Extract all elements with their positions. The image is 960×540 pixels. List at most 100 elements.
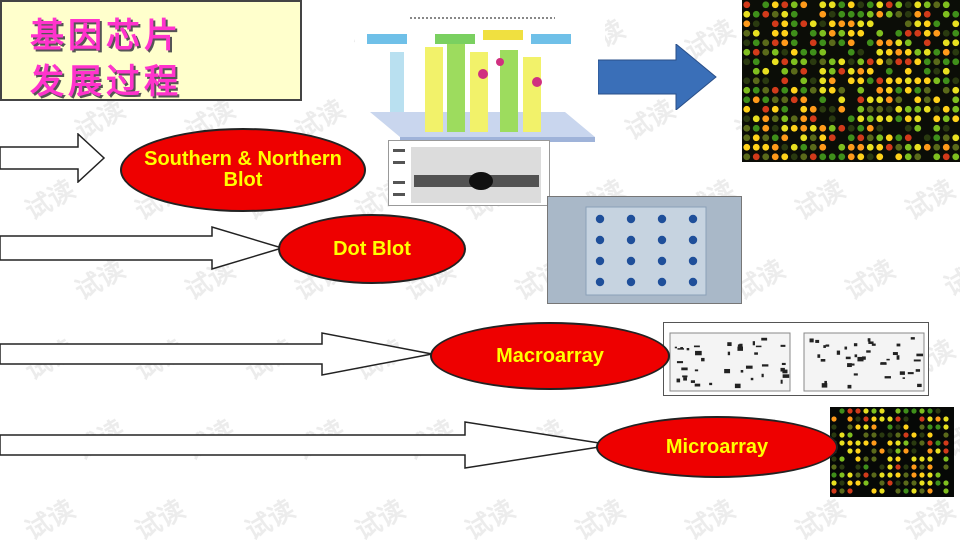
array-spot — [781, 124, 789, 132]
title-box: 基因芯片 发展过程 — [0, 0, 302, 102]
array-spot — [911, 464, 917, 470]
dot-blot-spot — [688, 235, 698, 245]
array-spot — [903, 408, 909, 414]
array-spot — [923, 29, 931, 37]
array-spot — [871, 408, 877, 414]
array-spot — [927, 432, 933, 438]
title-line-2: 发展过程 — [30, 62, 182, 102]
array-spot — [819, 67, 827, 75]
array-spot — [752, 10, 760, 18]
array-spot — [790, 153, 798, 161]
macroarray-spot — [781, 362, 786, 366]
array-spot — [942, 77, 950, 85]
array-spot — [863, 456, 869, 462]
array-spot — [828, 105, 836, 113]
macroarray-spot — [824, 380, 827, 385]
array-spot — [790, 20, 798, 28]
array-spot — [952, 86, 960, 94]
array-spot — [743, 10, 751, 18]
array-spot — [933, 48, 941, 56]
array-spot — [838, 86, 846, 94]
array-spot — [871, 440, 877, 446]
array-spot — [762, 86, 770, 94]
array-spot — [942, 153, 950, 161]
array-spot — [847, 58, 855, 66]
array-spot — [919, 416, 925, 422]
array-spot — [771, 1, 779, 9]
array-spot — [885, 58, 893, 66]
macroarray-spot — [825, 344, 830, 347]
array-spot — [819, 134, 827, 142]
macroarray-spot — [737, 346, 744, 351]
array-spot — [943, 488, 949, 494]
macroarray-spot — [680, 347, 684, 350]
array-spot — [781, 115, 789, 123]
array-spot — [952, 10, 960, 18]
array-spot — [914, 20, 922, 28]
array-spot — [952, 153, 960, 161]
array-spot — [933, 29, 941, 37]
array-spot — [831, 464, 837, 470]
array-spot — [866, 39, 874, 47]
array-spot — [876, 153, 884, 161]
array-spot — [781, 143, 789, 151]
array-spot — [857, 96, 865, 104]
dot-blot-spot — [626, 214, 636, 224]
macroarray-spot — [849, 363, 855, 366]
array-spot — [743, 96, 751, 104]
array-spot — [781, 96, 789, 104]
array-spot — [781, 134, 789, 142]
array-spot — [933, 96, 941, 104]
array-spot — [790, 48, 798, 56]
array-spot — [876, 77, 884, 85]
array-spot — [855, 464, 861, 470]
array-spot — [790, 124, 798, 132]
array-spot — [800, 115, 808, 123]
array-spot — [752, 20, 760, 28]
array-spot — [895, 115, 903, 123]
array-spot — [866, 115, 874, 123]
array-spot — [847, 432, 853, 438]
array-spot — [838, 39, 846, 47]
array-spot — [895, 143, 903, 151]
array-spot — [933, 153, 941, 161]
array-spot — [943, 464, 949, 470]
macroarray-spot — [693, 345, 700, 348]
array-spot — [771, 115, 779, 123]
array-spot — [809, 124, 817, 132]
array-spot — [923, 58, 931, 66]
array-spot — [809, 143, 817, 151]
array-spot — [819, 29, 827, 37]
macroarray-spot — [896, 355, 900, 360]
array-spot — [743, 58, 751, 66]
macroarray-spot — [861, 356, 866, 360]
array-spot — [771, 29, 779, 37]
macroarray-spot — [853, 373, 858, 376]
array-spot — [876, 86, 884, 94]
array-spot — [857, 10, 865, 18]
array-spot — [871, 432, 877, 438]
array-spot — [895, 472, 901, 478]
dot-blot-spot — [657, 277, 667, 287]
macroarray-spot — [902, 377, 906, 379]
macroarray-spot — [844, 346, 848, 350]
array-spot — [828, 29, 836, 37]
array-spot — [887, 472, 893, 478]
array-spot — [790, 115, 798, 123]
microarray-small-image — [830, 407, 954, 497]
array-spot — [790, 96, 798, 104]
array-spot — [943, 440, 949, 446]
array-spot — [838, 96, 846, 104]
macroarray-spot — [896, 343, 901, 347]
array-spot — [887, 480, 893, 486]
stage-oval-dot-blot: Dot Blot — [278, 214, 466, 284]
array-spot — [903, 424, 909, 430]
macroarray-spot — [847, 363, 852, 368]
array-spot — [809, 29, 817, 37]
array-spot — [828, 153, 836, 161]
array-spot — [895, 448, 901, 454]
array-spot — [927, 472, 933, 478]
array-spot — [871, 456, 877, 462]
array-spot — [752, 39, 760, 47]
array-spot — [933, 58, 941, 66]
